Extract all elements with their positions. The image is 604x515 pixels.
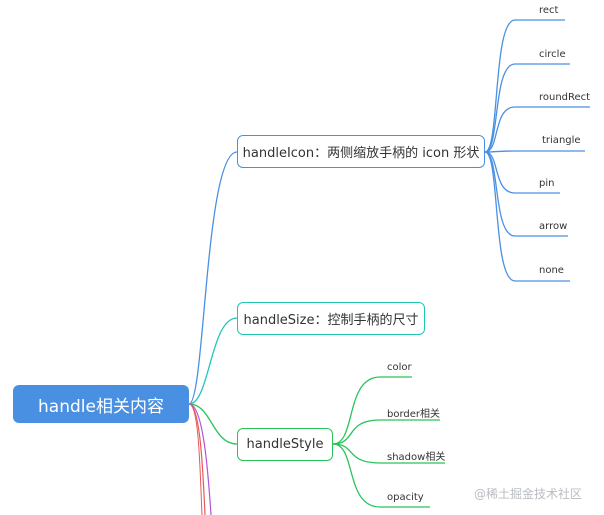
edge-icon-leaf-2 <box>484 106 516 153</box>
leaf-none[interactable]: none <box>539 265 564 276</box>
edge-style-leaf-2 <box>332 443 381 464</box>
edge-style-leaf-1 <box>332 419 381 445</box>
branch-handle-icon[interactable]: handleIcon：两侧缩放手柄的 icon 形状 <box>237 135 485 168</box>
edge-root-extra-3 <box>188 403 203 515</box>
leaf-triangle[interactable]: triangle <box>542 135 581 146</box>
root-label: handle相关内容 <box>38 396 164 417</box>
edge-style-leaf-0 <box>332 376 381 445</box>
branch-handle-size[interactable]: handleSize：控制手柄的尺寸 <box>237 302 425 335</box>
watermark: @稀土掘金技术社区 <box>474 487 583 501</box>
leaf-circle[interactable]: circle <box>539 49 566 60</box>
root-node[interactable]: handle相关内容 <box>13 385 189 423</box>
edge-icon-leaf-1 <box>484 63 516 153</box>
leaf-arrow[interactable]: arrow <box>539 221 568 232</box>
leaf-color[interactable]: color <box>387 362 412 373</box>
branch-handle-size-label: handleSize：控制手柄的尺寸 <box>243 313 419 328</box>
leaf-shadow[interactable]: shadow相关 <box>387 452 446 463</box>
branch-handle-icon-label: handleIcon：两侧缩放手柄的 icon 形状 <box>242 146 480 161</box>
edge-style-leaf-3 <box>332 443 381 508</box>
edge-root-extra-1 <box>188 403 206 515</box>
edge-icon-leaf-5 <box>484 151 516 237</box>
edge-root-style <box>188 403 238 445</box>
leaf-border[interactable]: border相关 <box>387 409 441 420</box>
leaf-pin[interactable]: pin <box>539 178 555 189</box>
branch-handle-style[interactable]: handleStyle <box>237 428 333 461</box>
edge-icon-leaf-6 <box>484 151 516 282</box>
branch-handle-style-label: handleStyle <box>246 437 324 452</box>
edge-icon-leaf-3 <box>484 150 516 153</box>
leaf-rect[interactable]: rect <box>539 5 559 16</box>
edge-root-size <box>188 317 238 405</box>
edge-root-icon <box>188 151 238 405</box>
leaf-roundrect[interactable]: roundRect <box>539 92 591 103</box>
leaf-opacity[interactable]: opacity <box>387 492 424 503</box>
edge-root-extra-2 <box>188 403 212 515</box>
edge-icon-leaf-0 <box>484 19 516 153</box>
